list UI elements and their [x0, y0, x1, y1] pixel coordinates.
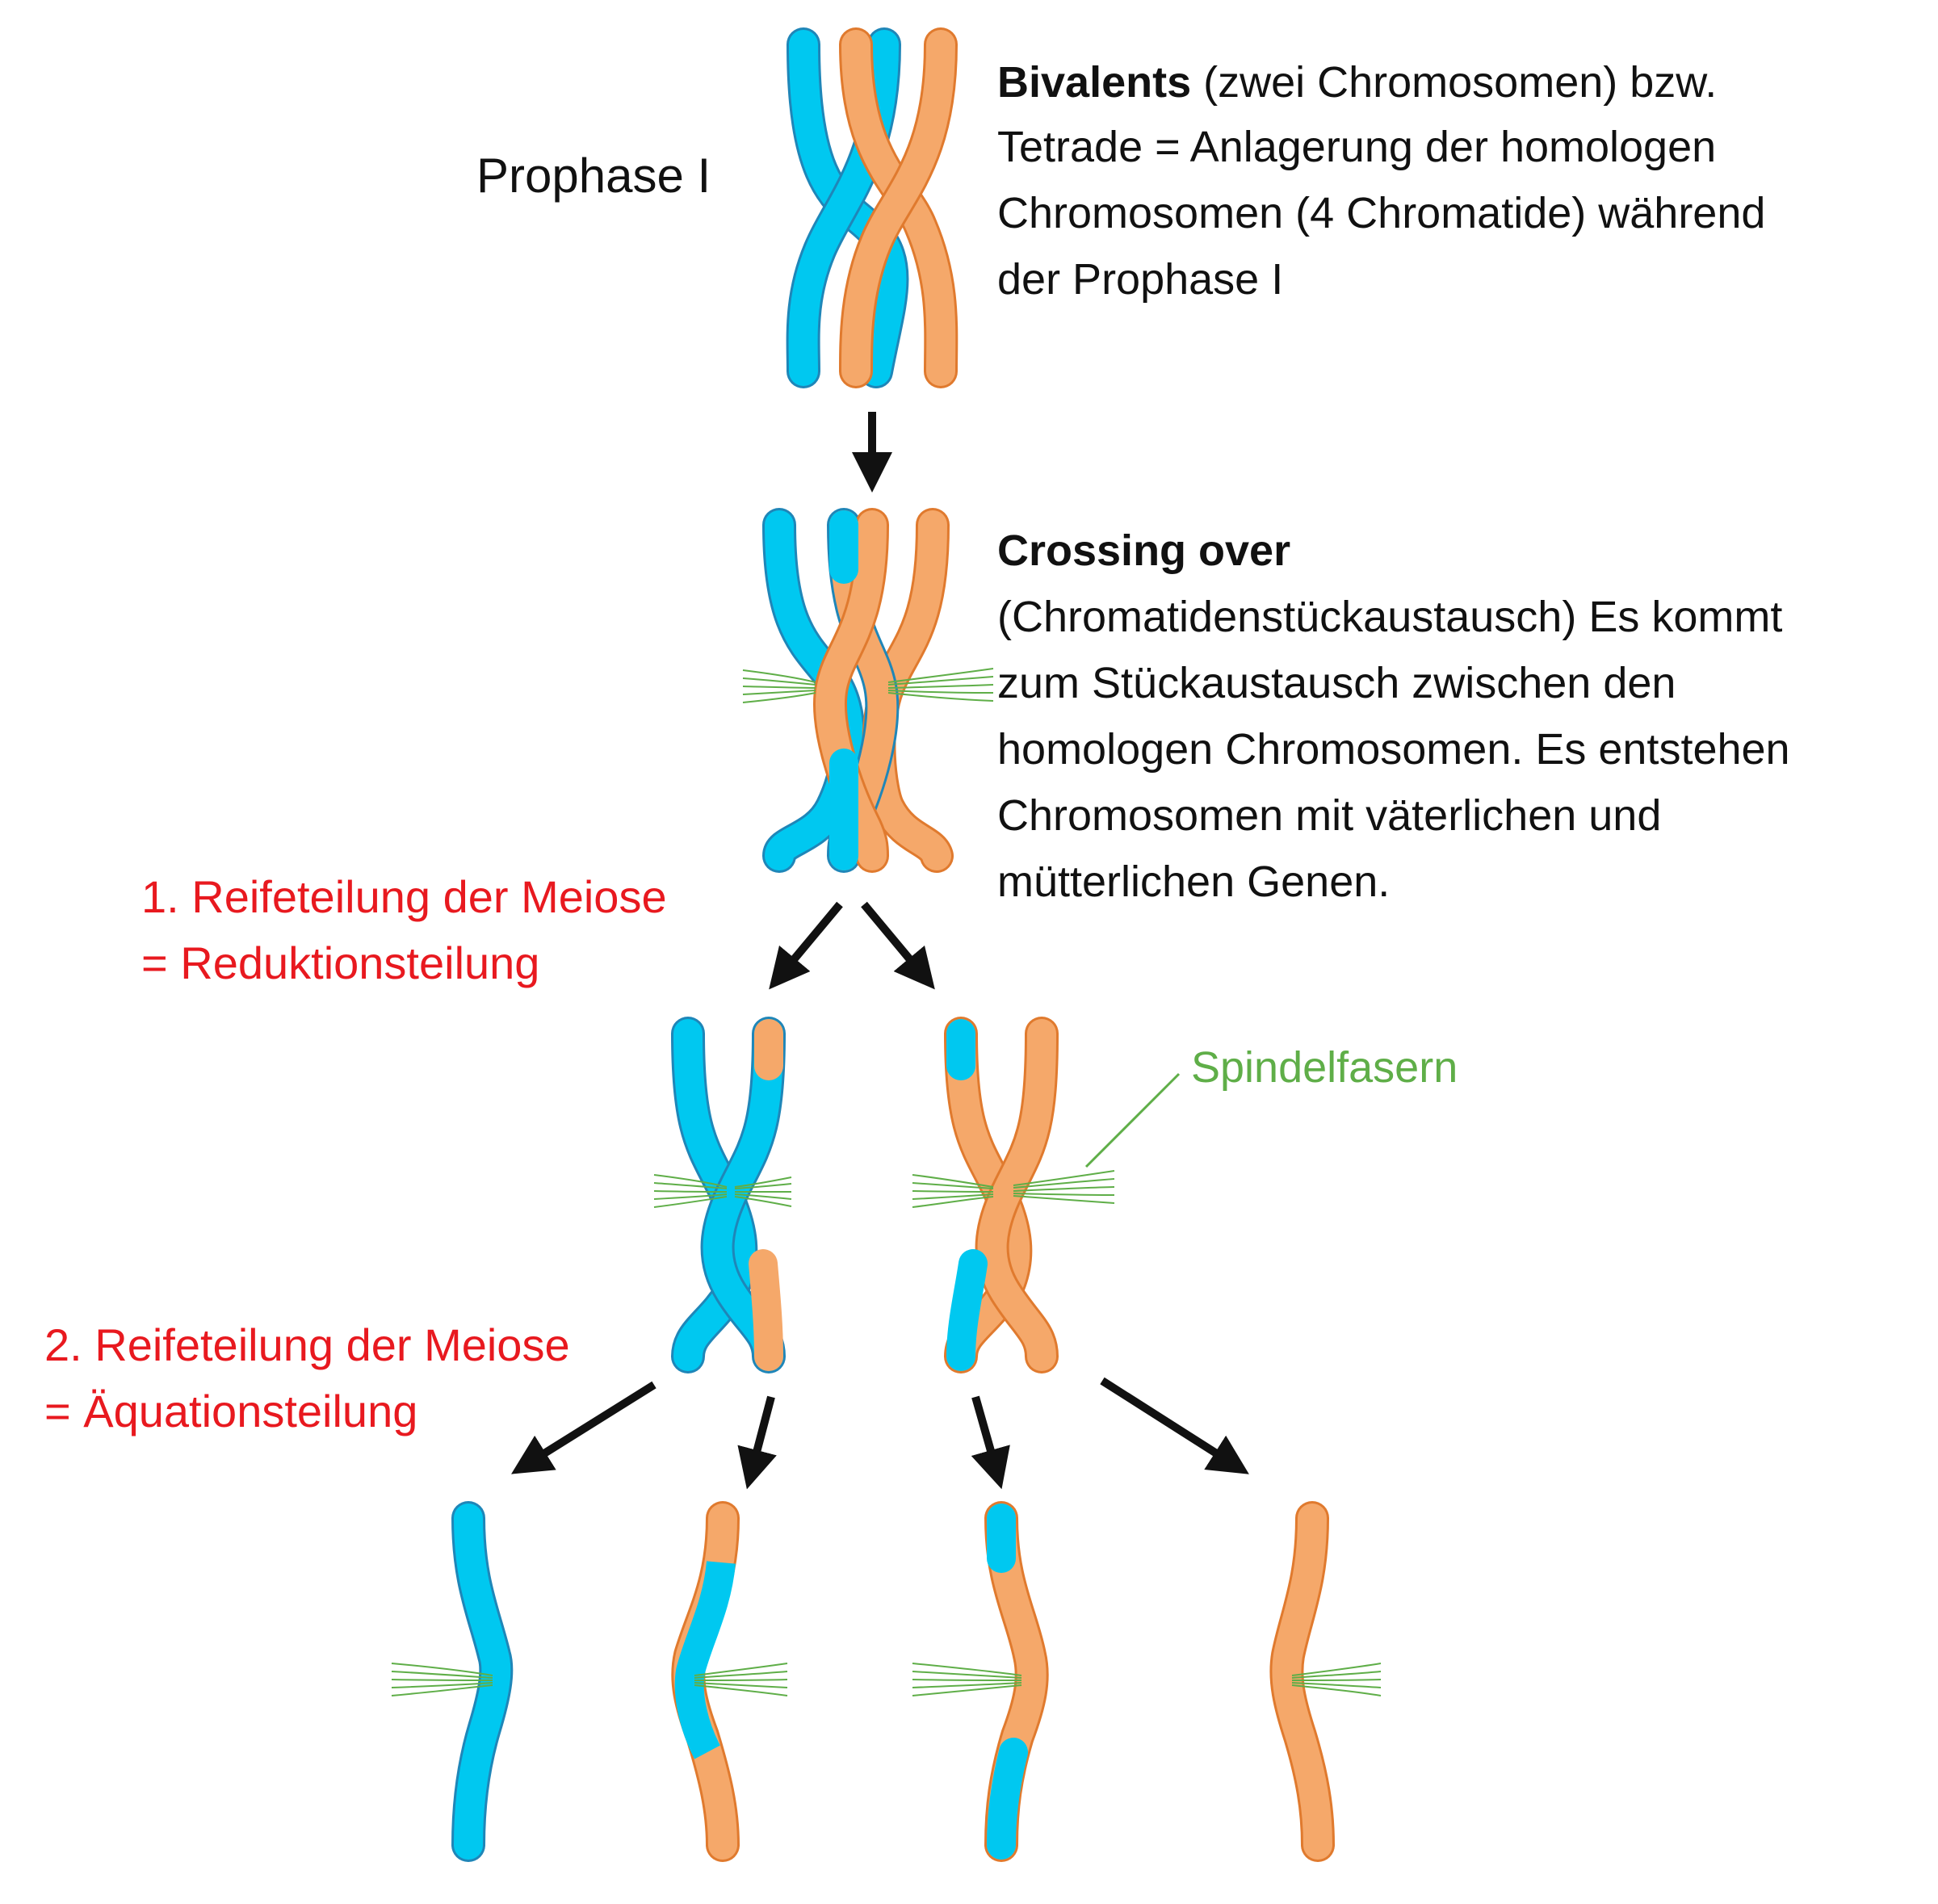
bivalent-line1: (zwei Chromosomen) bzw.	[1191, 58, 1717, 107]
chromosome-3-right	[912, 1017, 1115, 1373]
bivalent-line3: Chromosomen (4 Chromatide) während	[997, 189, 1765, 237]
crossing-title: Crossing over	[997, 526, 1290, 575]
prophase-label: Prophase I	[476, 149, 711, 203]
spindelfasern-leader	[1084, 1072, 1181, 1168]
crossing-line4: Chromosomen mit väterlichen und	[997, 791, 1661, 840]
reifeteilung2-line1: 2. Reifeteilung der Meiose	[44, 1319, 570, 1370]
chromosome-3-left	[653, 1017, 792, 1373]
final-chromatid-3	[912, 1501, 1049, 1862]
arrow-stage3-to-final-3	[971, 1395, 1010, 1490]
final-chromatid-2	[671, 1501, 788, 1862]
svg-text:Bivalents (zwei Chromosomen) b: Bivalents (zwei Chromosomen) bzw.	[997, 58, 1717, 107]
final-chromatid-1	[391, 1501, 514, 1862]
crossing-over-description: Crossing over (Chromatidenstückaustausch…	[997, 526, 1790, 906]
crossing-line5: mütterlichen Genen.	[997, 858, 1390, 906]
arrow-crossing-to-left	[769, 901, 843, 990]
final-chromatid-4	[1269, 1501, 1382, 1862]
bivalent-line4: der Prophase I	[997, 255, 1283, 304]
crossing-line1: (Chromatidenstückaustausch) Es kommt	[997, 593, 1782, 641]
arrow-crossing-to-right	[861, 901, 935, 990]
reifeteilung2-line2: = Äquationsteilung	[44, 1386, 417, 1436]
reifeteilung1-line1: 1. Reifeteilung der Meiose	[141, 871, 667, 922]
bivalent-tetrad	[786, 27, 959, 388]
arrow-stage3-to-final-1	[511, 1381, 656, 1474]
arrow-stage3-to-final-4	[1100, 1377, 1249, 1474]
bivalent-title: Bivalents	[997, 58, 1191, 107]
arrow-stage3-to-final-2	[737, 1395, 777, 1490]
crossing-over-tetrad	[742, 508, 994, 873]
crossing-line3: homologen Chromosomen. Es entstehen	[997, 725, 1790, 774]
spindelfasern-label: Spindelfasern	[1191, 1043, 1458, 1092]
reifeteilung1-line2: = Reduktionsteilung	[141, 937, 539, 988]
bivalent-line2: Tetrade = Anlagerung der homologen	[997, 123, 1716, 171]
bivalent-description: Bivalents (zwei Chromosomen) bzw. Tetrad…	[997, 58, 1765, 304]
crossing-line2: zum Stückaustausch zwischen den	[997, 659, 1676, 707]
